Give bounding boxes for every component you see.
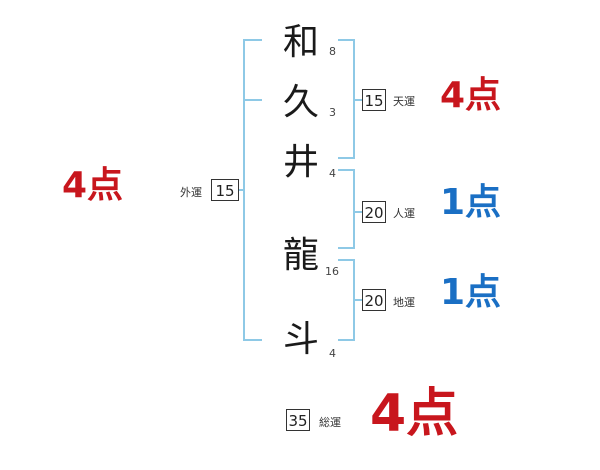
name-char-5: 斗 <box>282 319 319 360</box>
gaikaku-value-box: 15 <box>211 179 239 201</box>
stroke-count-4: 16 <box>325 265 339 278</box>
soukaku-score: 4点 <box>370 384 459 444</box>
stroke-count-1: 8 <box>329 45 336 58</box>
stroke-count-3: 4 <box>329 167 336 180</box>
stroke-count-2: 3 <box>329 106 336 119</box>
gaikaku-label: 外運 <box>180 186 202 199</box>
name-char-1: 和 <box>282 22 319 63</box>
chikaku-bracket <box>338 259 362 341</box>
chikaku-label: 地運 <box>393 296 415 309</box>
jinkaku-bracket <box>338 169 362 249</box>
soukaku-value-box: 35 <box>286 409 310 431</box>
name-char-3: 井 <box>282 142 319 183</box>
jinkaku-label: 人運 <box>393 207 415 220</box>
tenkaku-bracket <box>338 39 362 159</box>
soukaku-label: 総運 <box>319 416 341 429</box>
tenkaku-label: 天運 <box>393 95 415 108</box>
gaikaku-score: 4点 <box>62 165 124 206</box>
jinkaku-score: 1点 <box>440 182 502 223</box>
name-char-4: 龍 <box>282 235 319 276</box>
name-char-2: 久 <box>282 82 319 123</box>
jinkaku-value-box: 20 <box>362 201 386 223</box>
chikaku-score: 1点 <box>440 272 502 313</box>
tenkaku-score: 4点 <box>440 75 502 116</box>
stroke-count-5: 4 <box>329 347 336 360</box>
chikaku-value-box: 20 <box>362 289 386 311</box>
tenkaku-value-box: 15 <box>362 89 386 111</box>
